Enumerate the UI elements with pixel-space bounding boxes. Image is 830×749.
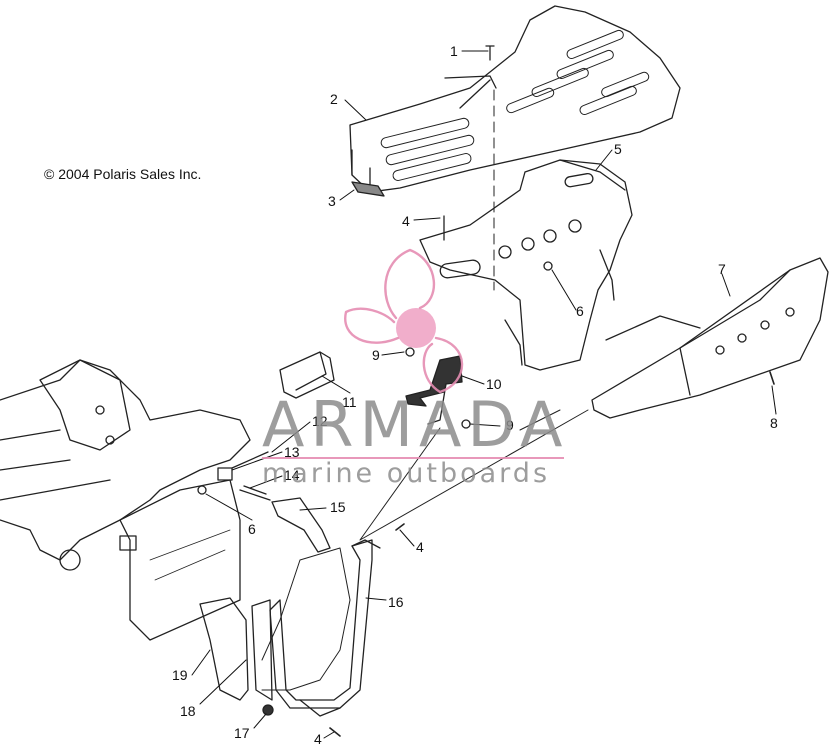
callout-label: 1 xyxy=(450,43,458,59)
frame-part xyxy=(0,359,251,641)
callout-label: 3 xyxy=(328,193,336,209)
rear-bumper-part xyxy=(591,257,829,419)
callout-label: 8 xyxy=(770,415,778,431)
callout-label: 5 xyxy=(614,141,622,157)
callout-label: 4 xyxy=(314,731,322,744)
callout-label: 13 xyxy=(284,444,300,460)
callout-label: 6 xyxy=(248,521,256,537)
connector-part-14 xyxy=(239,485,271,501)
callout-label: 9 xyxy=(372,347,380,363)
reflector-part-3 xyxy=(351,181,385,197)
bolt-part-4b xyxy=(395,523,405,531)
mudflap-part xyxy=(199,547,351,701)
hose-part-15 xyxy=(271,497,331,553)
watermark-tagline: marine outboards xyxy=(262,458,551,489)
copyright-notice: © 2004 Polaris Sales Inc. xyxy=(44,166,202,182)
callout-label: 4 xyxy=(416,539,424,555)
callout-label: 17 xyxy=(234,725,250,741)
callout-labels: 1 2 3 4 5 6 7 8 9 9 10 11 12 13 14 15 6 … xyxy=(172,43,778,747)
callout-label: 10 xyxy=(486,376,502,392)
outline-lines xyxy=(359,409,589,541)
bolt-part-4c xyxy=(329,727,341,737)
nut-part-6 xyxy=(543,261,553,271)
watermark-propeller-logo xyxy=(344,248,464,394)
watermark-divider xyxy=(262,457,564,459)
upper-rack-part xyxy=(349,5,681,193)
callout-label: 12 xyxy=(312,413,328,429)
callout-label: 2 xyxy=(330,91,338,107)
nut-part-17 xyxy=(262,704,274,716)
callout-label: 16 xyxy=(388,594,404,610)
watermark-brand: ARMADA xyxy=(262,388,569,461)
callout-label: 7 xyxy=(718,261,726,277)
callout-label: 18 xyxy=(180,703,196,719)
clamp-part-13 xyxy=(217,467,233,481)
callout-label: 4 xyxy=(402,213,410,229)
callout-label: 11 xyxy=(342,394,357,410)
callout-leaders xyxy=(191,50,777,739)
callout-label: 19 xyxy=(172,667,188,683)
bolt-part-1 xyxy=(444,45,497,109)
tail-light-part xyxy=(279,351,335,399)
callout-label: 14 xyxy=(284,467,300,483)
nut-part-6b xyxy=(197,485,207,495)
callout-label: 15 xyxy=(330,499,346,515)
rack-support-part xyxy=(419,159,633,371)
bolt-part-8 xyxy=(769,371,775,385)
nut-part-9 xyxy=(405,347,415,357)
bolt-part-12 xyxy=(231,451,269,469)
callout-label: 9 xyxy=(506,417,514,433)
callout-label: 6 xyxy=(576,303,584,319)
